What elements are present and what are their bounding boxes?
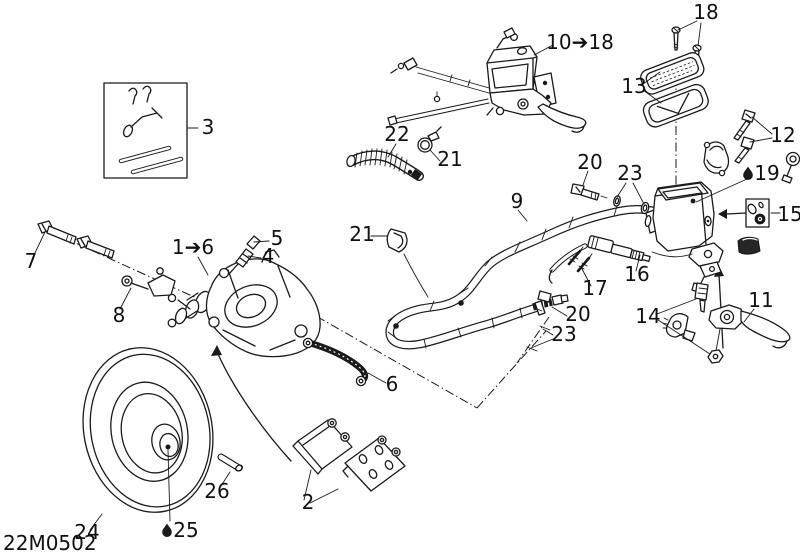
part-label: 12 (770, 123, 795, 147)
part-label: 1➔6 (172, 235, 214, 259)
brake-caliper (167, 249, 321, 358)
part-label: 22 (384, 122, 409, 146)
part-label: 3 (202, 115, 215, 139)
part-label: 19 (754, 161, 779, 185)
part-label: 4 (262, 244, 275, 268)
part-label: 20 (565, 302, 590, 326)
brake-disc (82, 347, 214, 513)
cotter-pins (567, 246, 593, 273)
handlebar-clamp (703, 109, 800, 184)
hardware-kit-box (103, 82, 188, 179)
leader-lines (33, 20, 773, 531)
reservoir-screws (671, 26, 702, 65)
part-label: 24 (74, 520, 99, 544)
banjo-bolt-upper (570, 183, 608, 201)
part-label: 2 (302, 490, 315, 514)
bleeder-valve (229, 235, 261, 274)
hose-clamp-upper (417, 126, 442, 153)
part-label: 14 (635, 304, 660, 328)
part-label: 15 (777, 202, 800, 226)
brake-switch (548, 235, 693, 284)
banjo-bolt-lower (526, 290, 552, 352)
part-label: 8 (113, 303, 126, 327)
brake-pads (292, 418, 406, 492)
part-label: 10➔18 (546, 30, 614, 54)
master-cylinder-body (613, 181, 761, 294)
part-label: 20 (577, 150, 602, 174)
lever-arm (121, 267, 191, 310)
part-label: 16 (624, 262, 649, 286)
part-label: 7 (25, 249, 38, 273)
part-label: 5 (271, 226, 284, 250)
part-label: 21 (349, 222, 374, 246)
reservoir-cover (640, 52, 709, 128)
seal-kit-box (718, 198, 781, 228)
brake-lever (662, 282, 791, 364)
part-label: 25 (173, 518, 198, 542)
hose-clamp-left (386, 228, 429, 298)
part-label: 18 (693, 0, 718, 24)
dust-boot (737, 236, 761, 255)
part-label: 23 (551, 322, 576, 346)
part-label: 13 (621, 74, 646, 98)
part-label: 9 (511, 189, 524, 213)
bleeder-cap (246, 235, 261, 250)
part-label: 26 (204, 479, 229, 503)
part-label: 21 (437, 147, 462, 171)
master-cylinder-assembly (387, 27, 587, 133)
caliper-hose (302, 337, 369, 387)
part-label: 11 (748, 288, 773, 312)
hose-protector (346, 148, 424, 181)
part-label: 23 (617, 161, 642, 185)
diagram-code: 22M0502 (3, 531, 97, 553)
part-label: 17 (582, 276, 607, 300)
mounting-bolts (37, 220, 115, 259)
hub-pin (217, 453, 244, 472)
part-label: 6 (386, 372, 399, 396)
